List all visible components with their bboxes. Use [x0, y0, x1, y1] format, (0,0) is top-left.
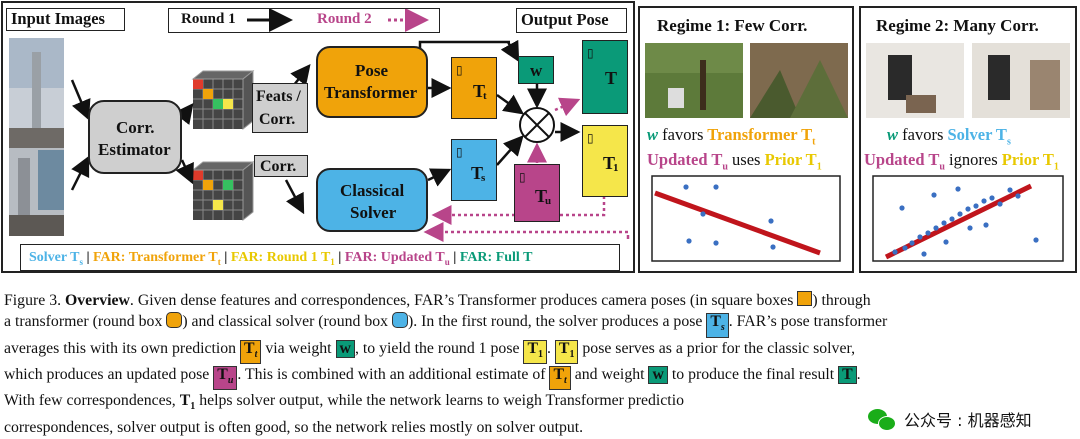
- feats-corr-line1: Feats /: [256, 88, 301, 105]
- caption-line-5: With few correspondences, T1 helps solve…: [4, 391, 684, 413]
- camera-icon: ▯: [456, 63, 463, 77]
- regime1-fit-line: [654, 190, 821, 256]
- diagram-graphics: [1, 1, 1077, 273]
- regime2-title: Regime 2: Many Corr.: [876, 16, 1039, 35]
- watermark: 公众号 : 机器感知: [868, 403, 1080, 434]
- chip-T1-b: T1: [554, 339, 579, 364]
- classical-solver-box: Classical Solver: [316, 168, 428, 232]
- Tu-sub: u: [545, 195, 552, 207]
- chip-Tu: Tu: [213, 365, 238, 390]
- weight-w-box: w: [518, 56, 554, 84]
- feats-corr-box: Feats / Corr.: [252, 83, 308, 133]
- pose-Tt-box: T t ▯: [451, 57, 497, 119]
- regime1-photo-a: [645, 43, 743, 118]
- corr-estimator-line1: Corr.: [116, 118, 155, 137]
- square-box-swatch: [797, 291, 813, 306]
- chip-Tt-b: Tt: [549, 365, 571, 390]
- pose-transformer-box: Pose Transformer: [316, 46, 428, 118]
- chip-w: w: [335, 339, 355, 358]
- chip-w-b: w: [648, 365, 668, 384]
- round-box-blue-swatch: [392, 312, 409, 329]
- input-images-title-box: Input Images: [6, 8, 125, 31]
- caption-line-6: correspondences, solver output is often …: [4, 419, 584, 437]
- round-box-orange-swatch: [166, 312, 183, 329]
- pose-transformer-line2: Transformer: [324, 83, 418, 102]
- caption-line-1: Figure 3. Overview. Given dense features…: [4, 291, 871, 309]
- chip-T: T: [838, 365, 857, 384]
- feature-grid-top: [191, 69, 255, 131]
- regime2-line2: Updated Tu ignores Prior T1: [864, 150, 1059, 173]
- classical-solver-line2: Solver: [350, 203, 397, 222]
- pose-T-full-box: T ▯: [582, 40, 628, 114]
- input-image-2: [9, 148, 64, 236]
- feature-grid-bottom: [191, 160, 255, 222]
- chip-Ts: Ts: [706, 313, 729, 338]
- regime1-line2: Updated Tu uses Prior T1: [647, 150, 822, 173]
- regime2-photo-a: [866, 43, 964, 118]
- regime2-points: [892, 186, 1039, 257]
- T-full-label: T: [605, 68, 618, 88]
- legend-round1: FAR: Round 1 T1: [230, 250, 335, 267]
- Tt-sub: t: [483, 90, 487, 102]
- round-legend-box: Round 1 Round 2: [168, 8, 440, 33]
- corr-estimator-box: Corr. Estimator: [88, 100, 182, 174]
- figure-caption: Figure 3. Overview. Given dense features…: [4, 290, 1076, 439]
- regime2-photo-b: [972, 43, 1070, 118]
- Ts-label: T: [471, 163, 484, 183]
- Ts-sub: s: [481, 172, 486, 184]
- chip-Tt: Tt: [240, 339, 262, 364]
- chip-T1: T1: [523, 339, 547, 364]
- pose-legend-bar: Solver Ts | FAR: Transformer Tt | FAR: R…: [20, 244, 620, 271]
- output-pose-title: Output Pose: [521, 10, 609, 29]
- classical-solver-line1: Classical: [340, 181, 405, 200]
- camera-icon: ▯: [456, 145, 463, 159]
- camera-icon: ▯: [587, 46, 594, 60]
- corr-label: Corr.: [260, 158, 297, 175]
- wechat-icon: [868, 407, 898, 431]
- watermark-text: 公众号 : 机器感知: [904, 410, 1032, 430]
- caption-line-2: a transformer (round box ) and classical…: [4, 311, 1076, 338]
- pose-Ts-box: T s ▯: [451, 139, 497, 201]
- pose-transformer-line1: Pose: [355, 61, 389, 80]
- camera-icon: ▯: [519, 170, 526, 184]
- pose-Tu-box: T u ▯: [514, 164, 560, 222]
- Tt-label: T: [473, 81, 486, 101]
- w-label: w: [530, 61, 543, 80]
- regime1-line1: w favors Transformer Tt: [647, 125, 816, 148]
- pose-T1-box: T 1 ▯: [582, 125, 628, 197]
- round2-label: Round 2: [317, 11, 372, 27]
- Tu-label: T: [535, 186, 548, 206]
- figure-3: Input Images Round 1 Round 2 Output Pose…: [1, 1, 1077, 273]
- T1-label: T: [603, 153, 616, 173]
- regime2-line1: w favors Solver Ts: [887, 125, 1011, 148]
- regime1-points: [683, 184, 776, 250]
- feats-corr-line2: Corr.: [259, 111, 296, 128]
- output-pose-title-box: Output Pose: [516, 8, 627, 33]
- legend-solver: Solver Ts: [29, 250, 83, 267]
- legend-updated: FAR: Updated Tu: [344, 250, 450, 267]
- T1-sub: 1: [613, 162, 619, 174]
- input-images-title: Input Images: [11, 9, 105, 28]
- legend-full: FAR: Full T: [459, 250, 533, 265]
- regime1-title: Regime 1: Few Corr.: [657, 16, 808, 35]
- corr-estimator-line2: Estimator: [98, 140, 171, 159]
- camera-icon: ▯: [587, 131, 594, 145]
- regime2-fit-line: [884, 183, 1033, 260]
- caption-line-4: which produces an updated pose Tu. This …: [4, 364, 1076, 390]
- input-image-1: [9, 38, 64, 148]
- legend-transformer: FAR: Transformer Tt: [93, 250, 221, 267]
- round1-label: Round 1: [181, 11, 236, 27]
- corr-box: Corr.: [254, 155, 308, 177]
- caption-line-3: averages this with its own prediction Tt…: [4, 338, 1076, 364]
- regime1-photo-b: [750, 43, 848, 118]
